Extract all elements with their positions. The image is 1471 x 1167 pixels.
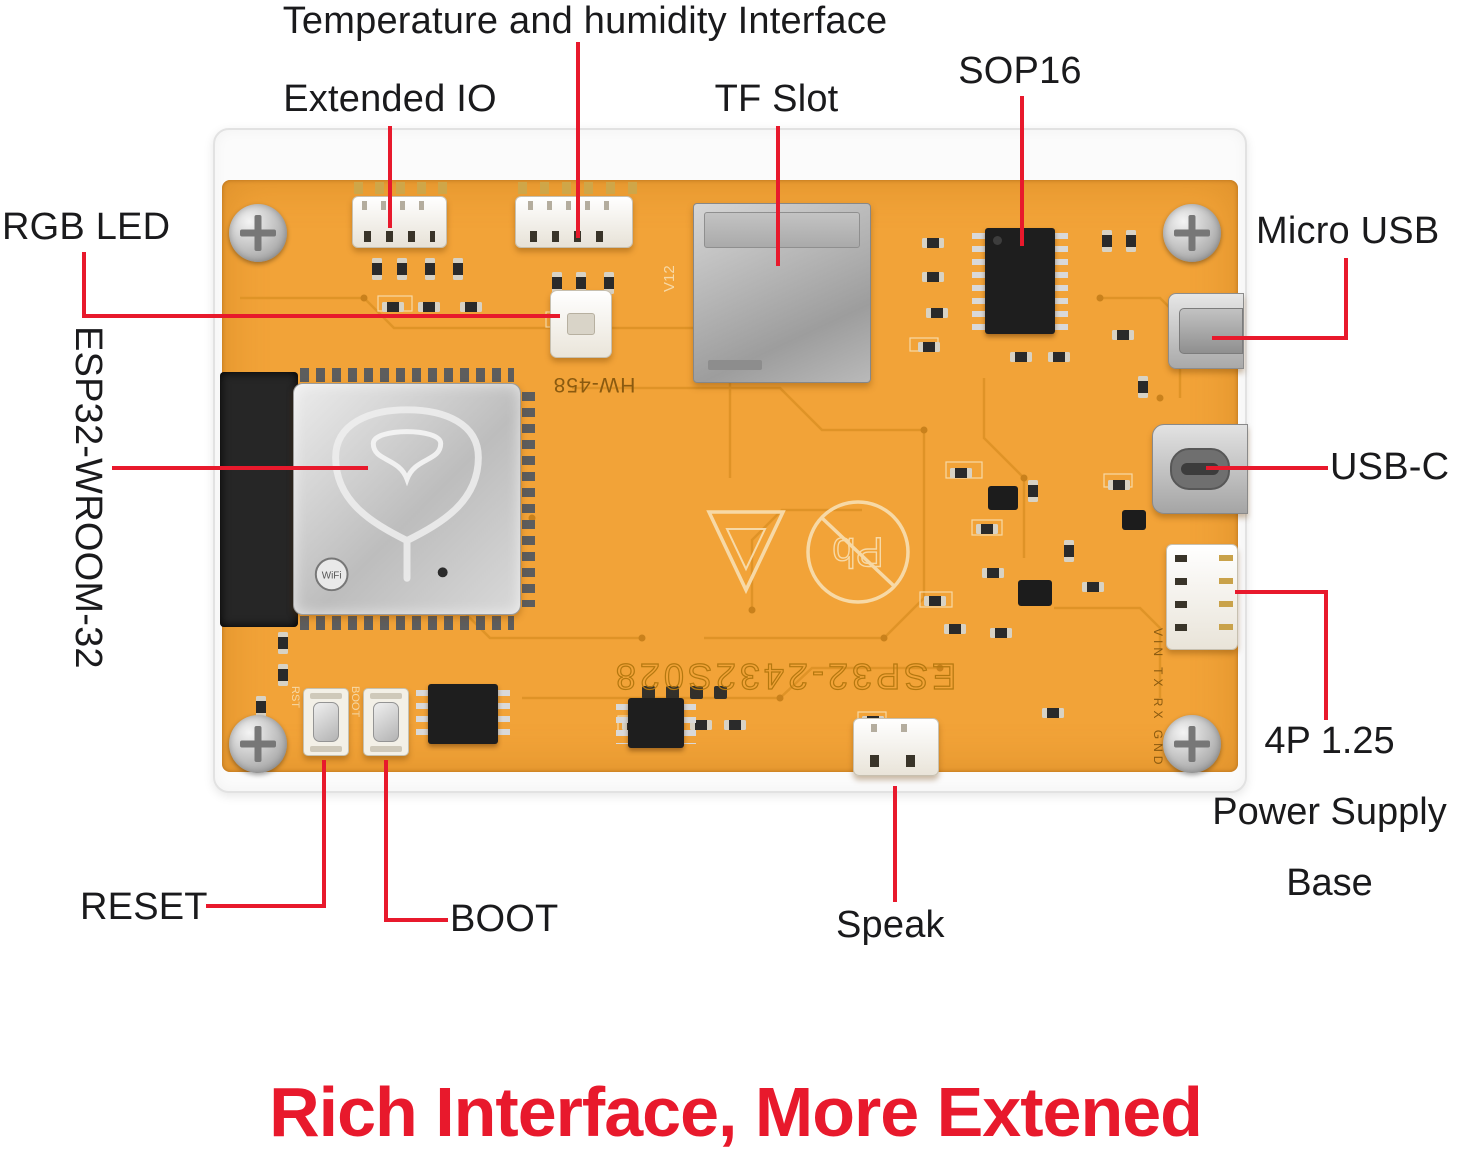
- esp32-module: WiFi: [293, 383, 521, 615]
- sop8-pins-right: [684, 704, 696, 744]
- annotation-line-speak: [893, 786, 897, 902]
- pb-free-mark: Pb: [806, 500, 910, 604]
- label-reset: RESET: [80, 886, 208, 928]
- label-sop16: SOP16: [958, 50, 1082, 92]
- annotation-line-reset-h: [206, 904, 326, 908]
- screw-bottom-left: [229, 715, 287, 773]
- label-power-line1: 4P 1.25: [1264, 720, 1395, 762]
- edge-pads: [354, 182, 637, 194]
- sop16-pins-right: [1055, 233, 1068, 331]
- pin1-dot: [993, 236, 1002, 245]
- label-power-supply-base: 4P 1.25 Power Supply Base: [1188, 720, 1471, 905]
- screw-bottom-right: [1163, 715, 1221, 773]
- sop8-chip: [628, 698, 684, 748]
- esp32-pins-right: [522, 392, 535, 607]
- annotation-line-rgb-led-v: [82, 252, 86, 318]
- wifi-logo: WiFi: [314, 557, 349, 592]
- esp32-antenna-block: [220, 372, 298, 627]
- annotation-line-esp32: [112, 466, 368, 470]
- label-power-line2: Power Supply: [1212, 791, 1447, 833]
- annotation-line-reset-v: [322, 760, 326, 908]
- annotation-line-micro-usb-h: [1212, 336, 1348, 340]
- micro-usb-port: [1168, 293, 1244, 369]
- qfp-pins-right: [498, 690, 510, 740]
- label-temp-humidity: Temperature and humidity Interface: [282, 0, 888, 42]
- boot-button: [363, 688, 409, 756]
- annotation-line-usb-c: [1206, 466, 1328, 470]
- footer-title: Rich Interface, More Extened: [269, 1073, 1203, 1151]
- annotation-line-boot-h: [384, 918, 448, 922]
- speaker-connector: [853, 718, 939, 776]
- label-usb-c: USB-C: [1330, 446, 1450, 488]
- annotation-line-extended-io: [388, 126, 392, 228]
- annotation-line-power-h: [1235, 590, 1327, 594]
- silkscreen-boot: BOOT: [349, 686, 361, 717]
- label-boot: BOOT: [450, 898, 559, 940]
- qfp-chip: [428, 684, 498, 744]
- label-esp32-module: ESP32-WROOM-32: [67, 326, 109, 669]
- svg-text:WiFi: WiFi: [322, 570, 342, 581]
- annotation-line-power-v: [1324, 590, 1328, 720]
- label-micro-usb: Micro USB: [1256, 210, 1440, 252]
- recycle-triangle-mark: [706, 510, 786, 595]
- label-power-line3: Base: [1286, 862, 1373, 904]
- extended-io-connector: [352, 196, 447, 248]
- label-speak: Speak: [836, 904, 945, 946]
- esp32-shield-engraving: WiFi: [314, 406, 482, 592]
- silkscreen-hw-version: HW-458: [553, 373, 636, 396]
- rgb-led-connector: [550, 290, 612, 358]
- power-supply-connector: [1166, 544, 1238, 650]
- sot23-transistors: [988, 486, 1146, 606]
- screw-top-left: [229, 204, 287, 262]
- sop8-pins-left: [616, 704, 628, 744]
- label-tf-slot: TF Slot: [714, 78, 839, 120]
- annotation-line-temp-humidity: [576, 42, 580, 238]
- annotation-line-rgb-led-h: [82, 314, 560, 318]
- label-extended-io: Extended IO: [283, 78, 497, 120]
- sop16-pins-left: [972, 233, 985, 331]
- esp32-pins-bottom: [300, 616, 514, 630]
- svg-text:Pb: Pb: [832, 529, 883, 576]
- reset-button: [303, 688, 349, 756]
- silkscreen-tf-version: V12: [661, 265, 678, 292]
- annotation-line-boot-v: [384, 760, 388, 922]
- screw-top-right: [1163, 204, 1221, 262]
- tf-card-slot: [693, 203, 871, 383]
- silkscreen-power-pins: VIN TX RX GND: [1151, 628, 1165, 768]
- label-rgb-led: RGB LED: [2, 206, 171, 248]
- silkscreen-reset: RST: [289, 686, 301, 708]
- annotation-line-tf-slot: [776, 126, 780, 266]
- annotation-line-sop16: [1020, 96, 1024, 246]
- silkscreen-model: ESP32-2432S028: [612, 656, 956, 697]
- annotation-line-micro-usb-v: [1344, 258, 1348, 338]
- esp32-pins-top: [300, 368, 514, 382]
- qfp-pins-left: [416, 690, 428, 740]
- temp-humidity-connector: [515, 196, 633, 248]
